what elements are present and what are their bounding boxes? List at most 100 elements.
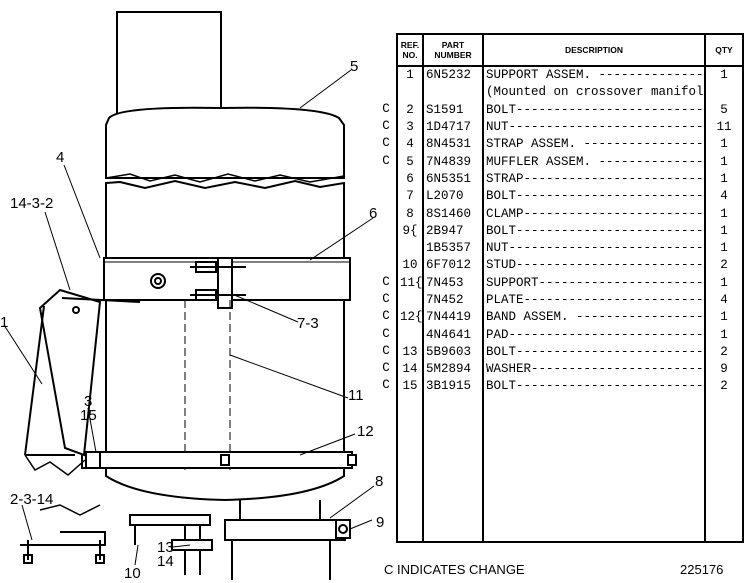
cell-description: MUFFLER ASSEM. --------------- xyxy=(482,153,706,171)
cell-part-number: 7N453 xyxy=(422,274,484,292)
cell-description: SUPPORT----------------------- xyxy=(482,274,706,292)
lower-band xyxy=(81,451,353,469)
cell-part-number: 3B1915 xyxy=(422,378,484,396)
cell-part-number: 7N4839 xyxy=(422,153,484,171)
empty-cell xyxy=(482,395,706,543)
cell-part-number: 5M2894 xyxy=(422,361,484,379)
cell-part-number: 6N5232 xyxy=(422,66,484,85)
cell-qty: 2 xyxy=(704,257,744,275)
empty-cell xyxy=(422,395,484,543)
cell-description: BOLT-------------------------- xyxy=(482,101,706,119)
callout-15: 15 xyxy=(80,407,97,424)
cell-part-number: L2070 xyxy=(422,188,484,206)
outlet-clamp xyxy=(224,519,346,541)
cell-qty: 1 xyxy=(704,153,744,171)
callout-2-3-14: 2-3-14 xyxy=(10,491,54,508)
cell-ref-no: 14 xyxy=(396,361,424,379)
cell-description: BOLT-------------------------- xyxy=(482,343,706,362)
cell-qty: 1 xyxy=(704,326,744,344)
change-marker: C xyxy=(382,291,390,306)
callout-14: 14 xyxy=(157,553,174,570)
empty-cell xyxy=(704,395,744,543)
callout-9: 9 xyxy=(376,514,385,531)
change-marker: C xyxy=(382,343,390,358)
callout-8: 8 xyxy=(375,473,384,490)
cell-qty: 9 xyxy=(704,361,744,379)
callout-10: 10 xyxy=(124,565,141,582)
cell-description: STRAP------------------------- xyxy=(482,170,706,189)
callout-11: 11 xyxy=(348,387,364,404)
callout-1: 1 xyxy=(0,314,9,331)
empty-cell xyxy=(396,395,424,543)
muffler-top-cap xyxy=(105,106,345,179)
cell-qty: 4 xyxy=(704,188,744,206)
cell-qty: 5 xyxy=(704,101,744,119)
cell-description: PAD--------------------------- xyxy=(482,326,706,344)
cell-part-number: 2B947 xyxy=(422,222,484,240)
cell-description: NUT--------------------------- xyxy=(482,239,706,258)
cell-ref-no xyxy=(396,84,424,102)
cell-description: (Mounted on crossover manifold) xyxy=(482,84,706,102)
cell-part-number: 8N4531 xyxy=(422,136,484,154)
cell-qty: 1 xyxy=(704,222,744,240)
cell-part-number: S1591 xyxy=(422,101,484,119)
cell-ref-no: 13 xyxy=(396,343,424,362)
cell-qty: 1 xyxy=(704,274,744,292)
cell-description: WASHER------------------------ xyxy=(482,361,706,379)
callout-12: 12 xyxy=(357,423,374,440)
cell-ref-no: 2 xyxy=(396,101,424,119)
cell-part-number: 8S1460 xyxy=(422,205,484,223)
cell-ref-no xyxy=(396,239,424,258)
callout-7-3: 7-3 xyxy=(297,315,319,332)
change-marker: C xyxy=(382,101,390,116)
cell-part-number: 4N4641 xyxy=(422,326,484,344)
cell-qty: 1 xyxy=(704,136,744,154)
cell-description: SUPPORT ASSEM. --------------- xyxy=(482,66,706,85)
support-assembly xyxy=(38,288,102,457)
cell-description: PLATE------------------------- xyxy=(482,291,706,310)
cell-qty: 2 xyxy=(704,343,744,362)
change-marker: C xyxy=(382,326,390,341)
cell-ref-no: 9{ xyxy=(396,222,424,240)
callout-4: 4 xyxy=(56,149,65,166)
change-marker: C xyxy=(382,136,390,151)
cell-qty: 1 xyxy=(704,309,744,327)
change-marker: C xyxy=(382,274,390,289)
strap-bolt xyxy=(150,273,166,289)
drawing-number: 225176 xyxy=(680,562,724,577)
callout-5: 5 xyxy=(350,58,359,75)
cell-ref-no: 5 xyxy=(396,153,424,171)
cell-part-number: 6F7012 xyxy=(422,257,484,275)
cell-qty xyxy=(704,84,744,102)
cell-part-number: 5B9603 xyxy=(422,343,484,362)
header-description: DESCRIPTION xyxy=(482,33,706,67)
cell-ref-no: 15 xyxy=(396,378,424,396)
cell-description: BAND ASSEM. ------------------ xyxy=(482,309,706,327)
change-marker: C xyxy=(382,361,390,376)
cell-part-number: 1D4717 xyxy=(422,118,484,137)
cell-ref-no: 4 xyxy=(396,136,424,154)
cell-ref-no: 11{ xyxy=(396,274,424,292)
cell-qty: 2 xyxy=(704,378,744,396)
change-marker: C xyxy=(382,118,390,133)
change-marker: C xyxy=(382,153,390,168)
cell-description: STRAP ASSEM. ---------------- xyxy=(482,136,706,154)
table-header: REF. NO. PART NUMBER DESCRIPTION QTY xyxy=(396,33,744,67)
cell-part-number xyxy=(422,84,484,102)
